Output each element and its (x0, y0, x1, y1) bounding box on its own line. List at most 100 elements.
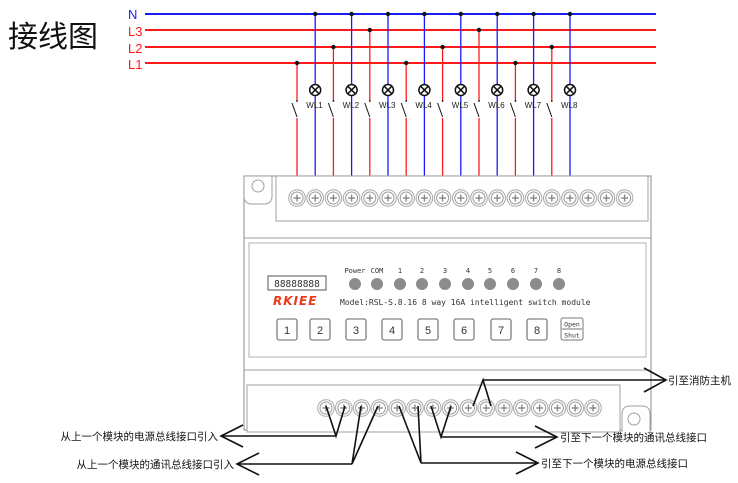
channel-8: WL8 (546, 11, 578, 195)
button-label: 5 (425, 325, 431, 337)
switch-contact (405, 100, 408, 102)
lamp-icon (418, 83, 431, 97)
junction-dot (440, 44, 445, 50)
indicator-6: 6 (507, 267, 519, 290)
channel-button-4[interactable]: 4 (381, 318, 403, 341)
lamp-icon (563, 83, 577, 97)
button-frame[interactable] (490, 318, 512, 341)
switch-icon (400, 102, 407, 118)
arrow-next-comm (534, 425, 559, 449)
bus-label-l2: L2 (128, 41, 142, 56)
terminal-screw (424, 399, 442, 417)
open-shut-button[interactable]: Open Shut (560, 317, 584, 341)
terminal-screw (579, 189, 598, 207)
switch-contact (296, 100, 298, 102)
channel-3: WL3 (364, 11, 396, 195)
channel-4: WL4 (400, 11, 432, 195)
indicator-led (349, 278, 361, 290)
channel-button-2[interactable]: 2 (309, 318, 331, 341)
indicator-label: COM (371, 267, 384, 275)
channel-button-5[interactable]: 5 (417, 318, 439, 341)
indicator-com: COM (371, 267, 384, 290)
lamp-icon (345, 83, 358, 97)
terminal-screw (543, 189, 561, 207)
annotation-next-comm: 引至下一个模块的通讯总线接口 (560, 431, 707, 444)
terminal-screw (513, 399, 531, 417)
indicator-led (416, 278, 428, 290)
arrow-next-power (515, 451, 540, 475)
lamp-icon (454, 83, 468, 97)
channel-button-8[interactable]: 8 (526, 318, 548, 341)
indicator-led (553, 278, 565, 290)
junction-dot (331, 44, 336, 50)
channel-button-7[interactable]: 7 (490, 318, 512, 341)
switch-contact (514, 100, 517, 102)
junction-dot (495, 11, 500, 17)
annotation-fire-host: 引至消防主机 (668, 374, 731, 387)
switch-contact (368, 100, 371, 102)
indicator-power: Power (344, 267, 366, 290)
terminal-screw (459, 399, 478, 417)
indicator-4: 4 (462, 267, 474, 290)
junction-dot (367, 27, 372, 33)
button-frame[interactable] (453, 318, 475, 341)
indicator-label: 5 (488, 267, 492, 275)
channel-5: WL5 (437, 11, 469, 195)
bus-lines (145, 13, 656, 64)
switch-icon (546, 102, 553, 118)
indicator-label: 7 (534, 267, 538, 275)
junction-dot (458, 11, 463, 17)
button-frame[interactable] (309, 318, 331, 341)
indicator-led (530, 278, 542, 290)
button-frame[interactable] (417, 318, 439, 341)
terminal-screw (361, 189, 379, 207)
lamp-icon (527, 83, 540, 97)
button-frame[interactable] (345, 318, 367, 341)
terminal-screw (452, 189, 470, 207)
bus-labels: N L3 L2 L1 (128, 7, 142, 72)
indicator-led (439, 278, 451, 290)
mount-hole-top (251, 179, 265, 193)
address-dip-switch[interactable] (267, 275, 327, 291)
junction-dot (567, 11, 573, 17)
terminal-screw (548, 399, 567, 417)
terminal-screw (342, 189, 361, 207)
terminal-screw (388, 399, 407, 417)
button-frame[interactable] (381, 318, 403, 341)
mount-hole-bottom (627, 412, 641, 426)
terminal-screw (584, 399, 602, 417)
diagram-title: 接线图 (8, 20, 98, 55)
switch-contact (550, 100, 553, 102)
channel-button-1[interactable]: 1 (276, 318, 298, 341)
lamp-label: WL4 (415, 101, 432, 110)
terminal-screw (524, 189, 543, 207)
lamp-icon (308, 83, 322, 97)
channel-button-6[interactable]: 6 (453, 318, 475, 341)
indicator-7: 7 (530, 267, 542, 290)
channel-button-3[interactable]: 3 (345, 318, 367, 341)
switch-contact (332, 100, 335, 102)
brand-logo: RKIEE (273, 294, 317, 308)
channel-1: WL1 (291, 11, 323, 195)
button-frame[interactable] (276, 318, 298, 341)
terminal-screw (415, 189, 434, 207)
terminal-screw (470, 189, 488, 207)
button-frame[interactable] (526, 318, 548, 341)
indicator-led (462, 278, 474, 290)
terminal-screw (488, 189, 507, 207)
terminal-screw (530, 399, 549, 417)
terminal-screw (566, 399, 585, 417)
terminal-screw (397, 189, 416, 207)
lamp-icon (381, 83, 395, 97)
indicator-label: Power (344, 267, 365, 275)
junction-dot (422, 11, 427, 17)
button-label: 1 (284, 325, 290, 337)
junction-dot (404, 60, 409, 66)
terminal-screw (495, 399, 513, 417)
switch-contact (478, 100, 480, 102)
switch-icon (437, 102, 444, 118)
lamp-label: WL6 (488, 101, 505, 110)
indicator-led (394, 278, 406, 290)
